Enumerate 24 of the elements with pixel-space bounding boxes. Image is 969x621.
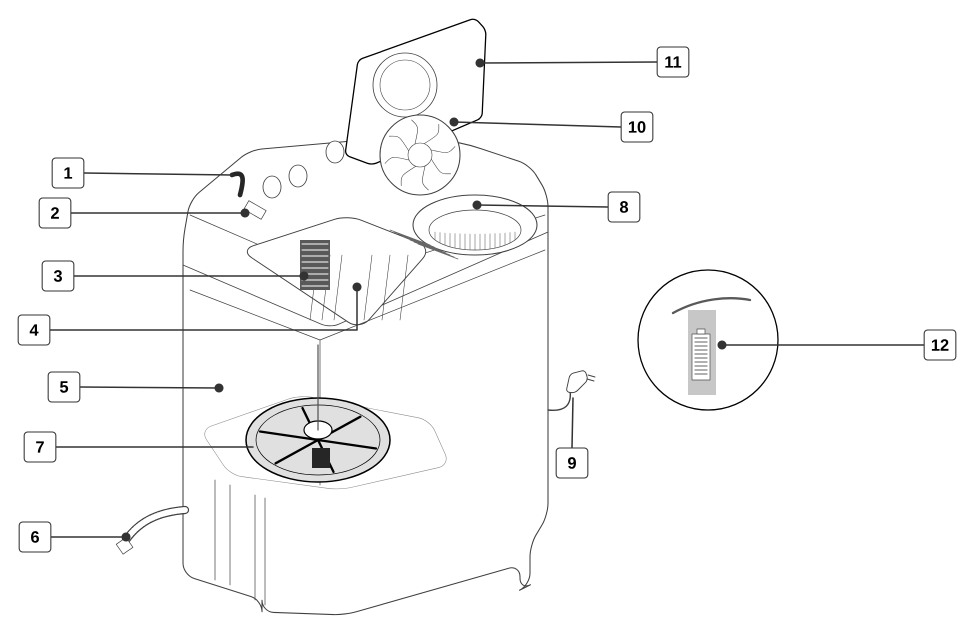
- callout-number: 8: [608, 191, 640, 223]
- leader-line: [74, 272, 308, 280]
- leader-line: [718, 340, 924, 350]
- callout-number: 7: [24, 431, 56, 463]
- callout-number: 10: [620, 111, 654, 143]
- callout-number: 3: [42, 260, 74, 292]
- leader-line: [476, 58, 658, 68]
- leader-line: [84, 172, 233, 176]
- callout-number: 2: [38, 197, 72, 229]
- callout-number: 6: [18, 521, 52, 553]
- callout-number: 5: [48, 371, 80, 403]
- leader-line: [70, 208, 250, 218]
- leader-line: [472, 200, 608, 210]
- callout-number: 4: [18, 314, 50, 346]
- leader-line: [56, 446, 254, 448]
- leader-line: [50, 532, 130, 542]
- callout-number: 1: [52, 157, 84, 189]
- callout-number: 11: [656, 46, 690, 78]
- leader-line: [450, 118, 622, 128]
- leader-line: [50, 282, 362, 331]
- callout-number: 9: [556, 447, 588, 479]
- callout-number: 12: [924, 329, 956, 361]
- leader-line: [80, 384, 224, 392]
- leader-line: [571, 397, 574, 448]
